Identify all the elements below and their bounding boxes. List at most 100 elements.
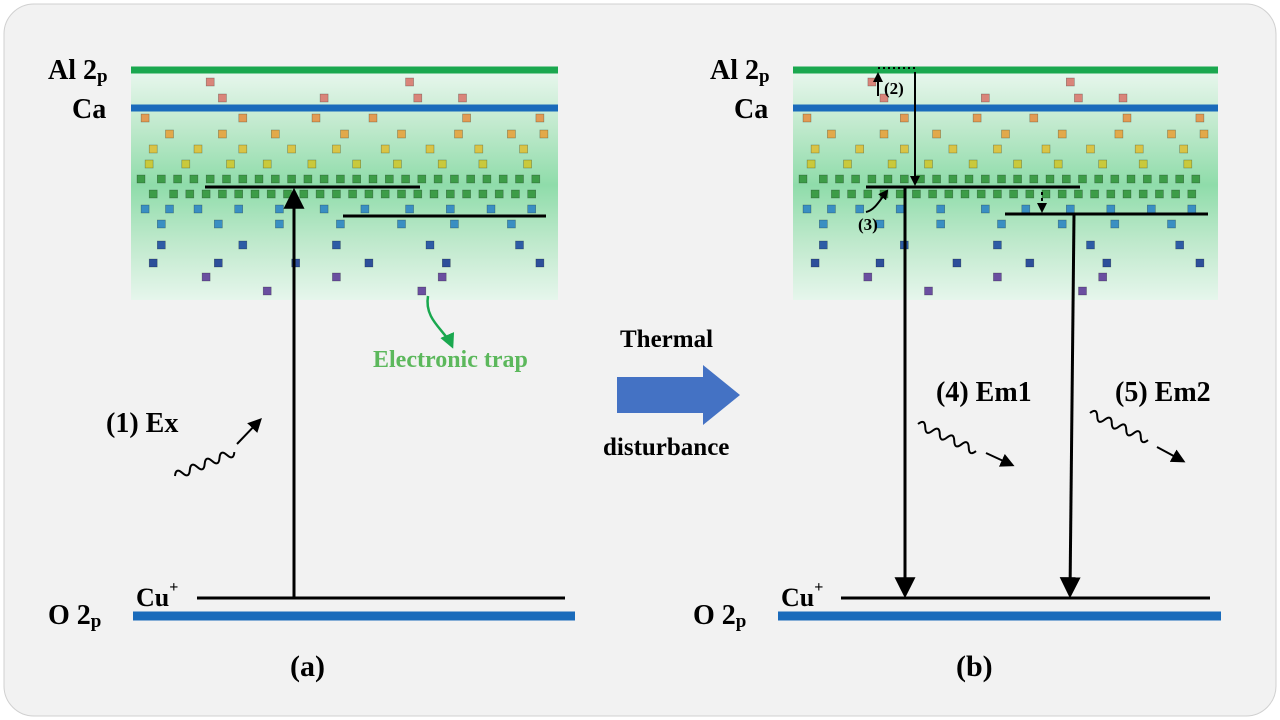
trap-site-dot	[1001, 129, 1010, 139]
trap-site-dot	[401, 174, 410, 184]
trap-site-dot	[193, 144, 203, 154]
trap-site-dot	[205, 174, 215, 184]
trap-site-dot	[924, 286, 933, 296]
trap-site-dot	[1134, 144, 1144, 154]
trap-site-dot	[802, 113, 812, 123]
trap-site-dot	[1126, 174, 1136, 184]
trap-site-dot	[1041, 189, 1051, 199]
trap-site-dot	[810, 189, 820, 199]
trap-site-dot	[437, 159, 447, 169]
trap-site-dot	[1171, 189, 1180, 199]
trap-site-dot	[368, 174, 378, 184]
trap-site-dot	[960, 189, 970, 199]
trap-site-dot	[315, 189, 325, 199]
trap-site-dot	[425, 240, 435, 250]
transition-arrow-icon	[617, 365, 740, 425]
panel-b: (2) (3) Al 2p Ca O 2p Cu+ (4) Em1 (5) Em…	[693, 55, 1221, 683]
trap-site-dot	[827, 204, 836, 214]
trap-site-dot	[1094, 174, 1103, 184]
trap-site-dot	[997, 174, 1006, 184]
label-cu-b: Cu+	[781, 579, 823, 612]
trap-site-dot	[148, 144, 158, 154]
trap-site-dot	[201, 189, 211, 199]
caption-a: (a)	[290, 650, 325, 683]
trap-site-dot	[254, 174, 264, 184]
trap-site-dot	[360, 204, 370, 214]
trap-site-dot	[895, 204, 905, 214]
label-thermal: Thermal	[620, 326, 713, 353]
caption-b: (b)	[956, 650, 993, 683]
trap-site-dot	[818, 240, 828, 250]
trap-site-dot	[515, 174, 524, 184]
trap-site-dot	[144, 159, 154, 169]
label-disturbance: disturbance	[603, 434, 729, 461]
trap-site-dot	[535, 113, 545, 123]
trap-site-dot	[519, 144, 528, 154]
trap-site-dot	[482, 174, 492, 184]
trap-site-dot	[997, 219, 1006, 229]
trap-site-dot	[1110, 219, 1120, 229]
trap-site-dot	[425, 144, 435, 154]
trap-site-dot	[1187, 204, 1197, 214]
trap-site-dot	[189, 174, 199, 184]
trap-site-dot	[445, 204, 455, 214]
trap-site-dot	[474, 144, 484, 154]
trap-site-dot	[336, 219, 345, 229]
trap-site-dot	[527, 204, 537, 214]
trap-site-dot	[405, 77, 414, 87]
trap-site-dot	[875, 258, 885, 268]
trap-site-dot	[1143, 174, 1152, 184]
trap-site-dot	[1114, 129, 1124, 139]
trap-site-dot	[1175, 174, 1184, 184]
trap-site-dot	[262, 159, 272, 169]
trap-site-dot	[303, 174, 313, 184]
panel-a: Al 2p Ca O 2p Cu+ (1) Ex Electronic trap…	[48, 55, 575, 683]
label-o-2p-a: O 2p	[48, 600, 101, 632]
trap-site-dot	[1167, 219, 1176, 229]
trap-site-dot	[847, 189, 856, 199]
trap-site-dot	[1106, 189, 1116, 199]
trap-site-dot	[450, 174, 459, 184]
trap-site-dot	[972, 113, 982, 123]
trap-site-dot	[319, 93, 329, 103]
label-step3: (3)	[858, 215, 878, 234]
trap-site-dot	[413, 93, 423, 103]
trap-site-dot	[332, 189, 341, 199]
trap-site-dot	[936, 204, 946, 214]
trap-site-dot	[818, 219, 828, 229]
trap-site-dot	[1074, 189, 1083, 199]
label-o-2p-b: O 2p	[693, 600, 746, 632]
trap-site-dot	[498, 174, 508, 184]
trap-site-dot	[810, 144, 820, 154]
trap-site-dot	[1195, 113, 1205, 123]
trap-site-dot	[169, 189, 178, 199]
trap-site-dot	[511, 189, 520, 199]
trap-site-dot	[855, 204, 865, 214]
trap-site-dot	[234, 189, 243, 199]
trap-site-dot	[993, 189, 1002, 199]
trap-site-dot	[993, 240, 1002, 250]
trap-site-dot	[238, 240, 248, 250]
trap-site-dot	[348, 189, 357, 199]
emission2-wave-icon	[1089, 409, 1149, 444]
trap-site-dot	[214, 258, 223, 268]
trap-site-dot	[148, 258, 158, 268]
trap-site-dot	[831, 189, 840, 199]
trap-site-dot	[993, 144, 1002, 154]
trap-site-dot	[214, 219, 223, 229]
trap-site-dot	[1057, 189, 1067, 199]
trap-site-dot	[1062, 174, 1071, 184]
trap-site-dot	[165, 204, 174, 214]
emission1-wave-icon	[917, 420, 977, 455]
trap-site-dot	[899, 144, 909, 154]
trap-site-dot	[291, 258, 301, 268]
trap-site-dot	[1179, 144, 1188, 154]
trap-site-dot	[157, 219, 166, 229]
label-ca-a: Ca	[72, 94, 106, 125]
emission2-arrow	[1059, 213, 1081, 599]
trap-site-dot	[405, 204, 414, 214]
trap-site-dot	[827, 129, 836, 139]
trap-site-dot	[863, 189, 873, 199]
trap-site-dot	[413, 189, 423, 199]
